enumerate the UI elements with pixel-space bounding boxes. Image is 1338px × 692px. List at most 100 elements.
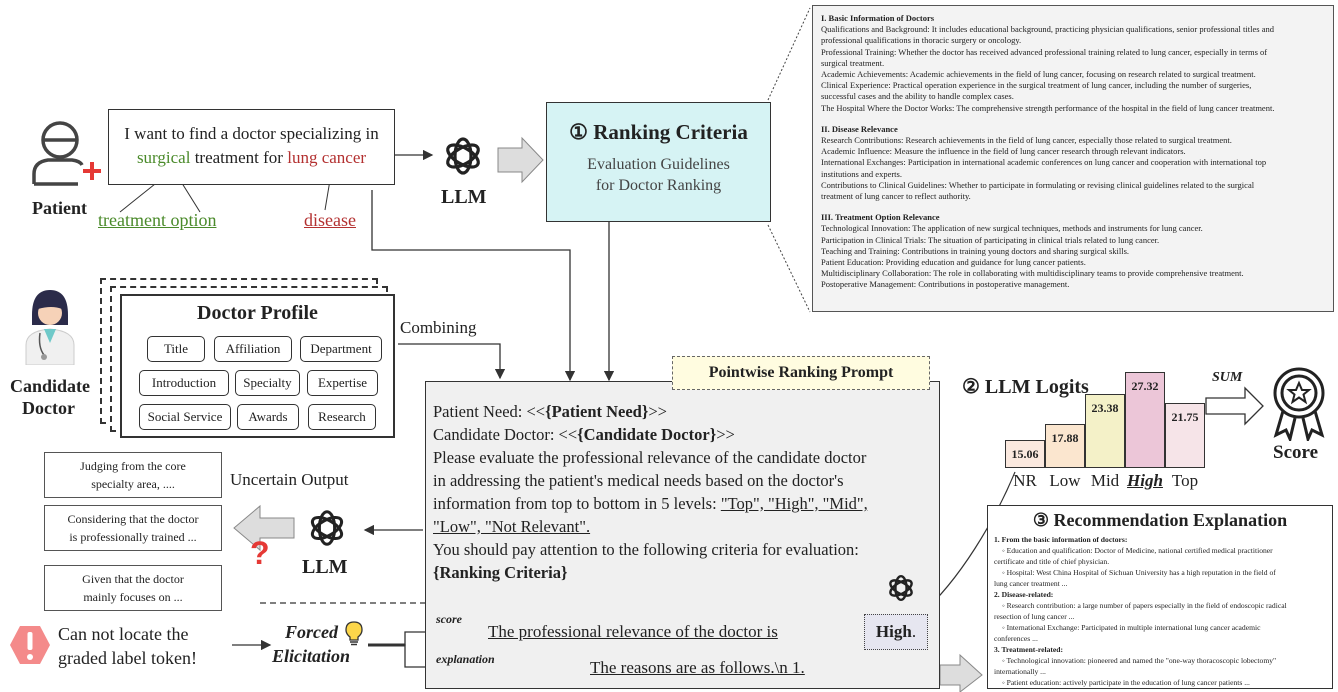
score-value-box: High. [864, 614, 928, 650]
criteria-section-heading: I. Basic Information of Doctors [821, 13, 935, 23]
uncertain-1-line1: Judging from the core [80, 459, 186, 473]
field-introduction: Introduction [139, 370, 229, 396]
query-text-pre: I want to find a doctor specializing in [124, 124, 379, 143]
criteria-line: institutions and experts. [821, 168, 902, 179]
candidate-label-2: Doctor [22, 398, 75, 418]
criteria-line: Academic Achievements: Academic achievem… [821, 69, 1256, 80]
logit-bar-top: 21.75 [1165, 403, 1205, 468]
criteria-line: successful cases and the ability to hand… [821, 91, 1014, 102]
explanation-line: ◦ Hospital: West China Hospital of Sichu… [1002, 568, 1276, 577]
criteria-line: Professional Training: Whether the docto… [821, 46, 1268, 57]
score-label: Score [1273, 442, 1319, 463]
criteria-line: Teaching and Training: Contributions in … [821, 245, 1130, 256]
criteria-line: Contributions to Clinical Guidelines: Wh… [821, 179, 1255, 190]
patient-query-box: I want to find a doctor specializing in … [108, 109, 395, 185]
uncertain-output-1: Judging from the core specialty area, ..… [44, 452, 222, 498]
uncertain-output-label: Uncertain Output [230, 470, 349, 489]
prompt-instruction-3: information from top to bottom in 5 leve… [433, 492, 938, 515]
warning-icon [10, 626, 50, 664]
score-tag: score [436, 612, 462, 626]
prompt-line1-pre: Patient Need: << [433, 402, 546, 421]
field-social-service: Social Service [139, 404, 231, 430]
error-line2: graded label token! [58, 648, 197, 668]
explanation-line: 2. Disease-related: [994, 590, 1054, 599]
doctor-avatar [25, 290, 75, 365]
explanation-line: 1. From the basic information of doctors… [994, 535, 1128, 544]
uncertain-output-3: Given that the doctor mainly focuses on … [44, 565, 222, 611]
criteria-line: Participation in Clinical Trials: The si… [821, 234, 1160, 245]
logit-bar-low: 17.88 [1045, 424, 1085, 468]
logit-tick-low: Low [1049, 471, 1081, 490]
field-department: Department [300, 336, 382, 362]
field-awards: Awards [237, 404, 299, 430]
sum-label: SUM [1212, 370, 1243, 385]
ranking-criteria-title: ① Ranking Criteria [569, 120, 748, 144]
prompt-instruction-1: Please evaluate the professional relevan… [433, 448, 867, 467]
prompt-line1-var: {Patient Need} [545, 402, 649, 421]
query-option: surgical [136, 148, 191, 167]
logit-tick-high: High [1127, 471, 1163, 490]
prompt-text: Patient Need: <<{Patient Need}>> Candida… [433, 400, 938, 584]
doctor-profile-title: Doctor Profile [197, 302, 318, 324]
ranking-criteria-sub2: for Doctor Ranking [595, 177, 722, 194]
patient-icon [32, 121, 101, 186]
explanation-line: internationally ... [994, 667, 1046, 676]
uncertain-output-2: Considering that the doctor is professio… [44, 505, 222, 551]
criteria-section-heading: II. Disease Relevance [821, 123, 898, 134]
prompt-instruction-2: in addressing the patient's medical need… [433, 471, 844, 490]
criteria-line: surgical treatment. [821, 57, 885, 68]
logits-title: ② LLM Logits [962, 376, 1089, 398]
criteria-line: Postoperative Management: Contributions … [821, 279, 1070, 290]
prompt-levels-b: "Low", "Not Relevant". [433, 517, 591, 536]
field-expertise: Expertise [307, 370, 378, 396]
explanation-line: ◦ Research contribution: a large number … [1002, 601, 1287, 610]
field-title: Title [147, 336, 205, 362]
criteria-line: Patient Education: Providing education a… [821, 257, 1086, 268]
prompt-attention: You should pay attention to the followin… [433, 540, 859, 559]
logit-tick-nr: NR [1013, 471, 1037, 490]
logit-tick-mid: Mid [1090, 471, 1120, 490]
forced-line1: Forced [285, 622, 338, 642]
uncertain-2-line2: is professionally trained ... [69, 530, 197, 544]
patient-label: Patient [32, 198, 87, 218]
award-badge-icon [1273, 367, 1325, 441]
pointwise-prompt-box [425, 381, 940, 689]
logit-bar-high: 27.32 [1125, 372, 1165, 468]
criteria-line: Qualifications and Background: It includ… [821, 24, 1274, 35]
query-disease: lung cancer [287, 148, 367, 167]
logit-bar-mid: 23.38 [1085, 394, 1125, 468]
llm-label-top: LLM [441, 186, 487, 208]
explanation-line: ◦ International Exchange: Participated i… [1002, 623, 1261, 632]
criteria-line: Research Contributions: Research achieve… [821, 135, 1232, 146]
openai-logo-icon [446, 137, 480, 175]
criteria-line: treatment of lung cancer to reflect auth… [821, 191, 971, 202]
explanation-line: resection of lung cancer ... [994, 612, 1075, 621]
prompt-instr3: information from top to bottom in 5 leve… [433, 494, 717, 513]
explanation-line: ◦ Education and qualification: Doctor of… [1002, 546, 1273, 555]
candidate-label-1: Candidate [10, 376, 91, 396]
logit-bar-nr: 15.06 [1005, 440, 1045, 468]
recommendation-explanation-box: ③ Recommendation Explanation 1. From the… [987, 505, 1333, 689]
openai-logo-icon-left [310, 510, 344, 546]
llm-label-left: LLM [302, 556, 348, 578]
doctor-profile-card: Doctor Profile Title Affiliation Departm… [120, 294, 395, 438]
uncertain-3-line2: mainly focuses on ... [83, 590, 183, 604]
pointwise-prompt-tag: Pointwise Ranking Prompt [672, 356, 930, 390]
explanation-text: The reasons are as follows.\n 1. [590, 658, 805, 677]
explanation-line: certificate and title of chief physician… [994, 557, 1110, 566]
combining-label: Combining [400, 318, 477, 337]
explanation-body: 1. From the basic information of doctors… [994, 534, 1326, 688]
prompt-line2-post: >> [716, 425, 735, 444]
ranking-criteria-box: ① Ranking Criteria Evaluation Guidelines… [546, 102, 771, 222]
criteria-section-heading: III. Treatment Option Relevance [821, 212, 940, 223]
uncertain-2-line1: Considering that the doctor [67, 512, 199, 526]
treatment-option-label: treatment option [98, 210, 217, 230]
explanation-line: ◦ Technological innovation: pioneered an… [1002, 656, 1277, 665]
ranking-criteria-sub1: Evaluation Guidelines [587, 156, 730, 173]
prompt-line2-var: {Candidate Doctor} [577, 425, 717, 444]
prompt-levels-a: "Top", "High", "Mid", [720, 494, 868, 513]
